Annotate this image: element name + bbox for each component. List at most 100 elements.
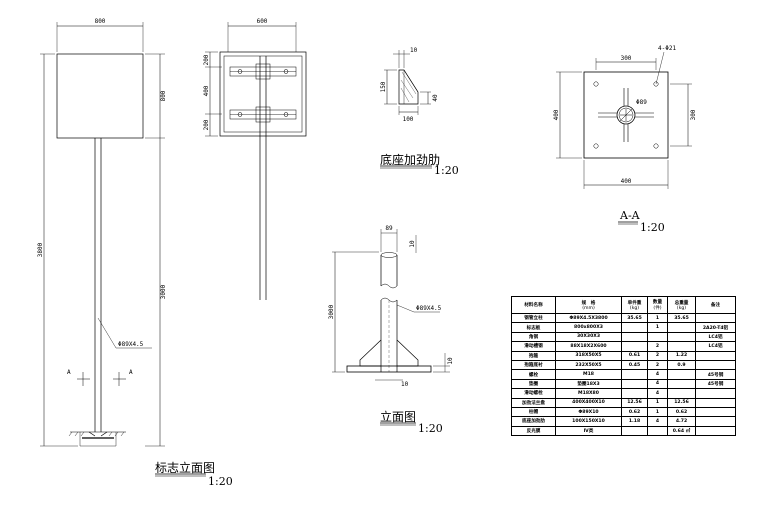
side-dim-top2: 10 xyxy=(409,240,416,248)
header-unit-weight: 单件重(kg) xyxy=(621,296,648,314)
table-cell-spec: 88X18X2X600 xyxy=(555,341,622,352)
section-a-a xyxy=(556,51,692,225)
table-cell-qty: 2 xyxy=(647,341,668,352)
table-cell-qty xyxy=(647,331,668,343)
table-cell-name: 滑动槽钢 xyxy=(511,341,556,352)
sign-elevation xyxy=(40,22,206,477)
rib-dim-top: 10 xyxy=(410,47,418,54)
side-title: 立面图 xyxy=(380,409,416,424)
table-cell-unit xyxy=(621,322,648,333)
table-row: 垫圈垫圈18X3 4 45号钢 xyxy=(511,378,736,390)
table-cell-qty: 2 xyxy=(647,359,668,371)
table-cell-name: 柱帽 xyxy=(511,406,556,418)
table-cell-name: 抱箍底衬 xyxy=(511,359,556,371)
table-cell-total xyxy=(667,331,696,343)
back-panel-outer xyxy=(219,51,307,137)
sec-dim-right: 300 xyxy=(690,109,697,120)
header-total: 总重量(kg) xyxy=(667,296,696,314)
table-cell-qty: 1 xyxy=(647,397,668,408)
table-cell-total: 4.72 xyxy=(667,416,696,427)
elevation-title: 标志立面图 xyxy=(155,460,215,475)
side-dim-height: 3000 xyxy=(328,304,335,319)
table-cell-unit: 1.18 xyxy=(621,416,648,427)
section-scale: 1:20 xyxy=(640,221,665,234)
table-cell-spec: 800x800X3 xyxy=(555,322,622,333)
table-cell-total xyxy=(667,378,696,390)
table-cell-unit: 0.45 xyxy=(621,359,648,371)
table-cell-unit: 35.65 xyxy=(621,312,648,324)
header-spec: 规 格(mm) xyxy=(555,296,622,314)
elev-dim-width: 800 xyxy=(95,18,106,25)
table-cell-name: 滑动螺栓 xyxy=(511,388,556,399)
table-cell-name: 底座加劲肋 xyxy=(511,416,556,427)
table-cell-unit xyxy=(621,369,648,380)
table-cell-unit: 0.61 xyxy=(621,350,648,361)
side-dim-plate: 10 xyxy=(447,357,454,365)
table-cell-qty: 4 xyxy=(647,378,668,390)
back-dim-bottom: 200 xyxy=(203,119,210,130)
base-plate xyxy=(583,71,669,159)
table-cell-spec: Ⅳ类 xyxy=(555,425,622,437)
table-cell-total: 0.64 ㎡ xyxy=(667,425,696,437)
table-cell-unit: 0.62 xyxy=(621,406,648,418)
table-cell-spec: 232X50X5 xyxy=(555,359,622,371)
rib-dim-small: 40 xyxy=(432,94,439,102)
table-cell-qty: 1 xyxy=(647,312,668,324)
table-cell-total xyxy=(667,322,696,333)
table-cell-name: 钢管立柱 xyxy=(511,312,556,324)
side-elevation xyxy=(332,229,450,426)
table-cell-note: 2A20-T4铝 xyxy=(695,322,736,333)
side-pipe-label: Φ89X4.5 xyxy=(416,305,442,312)
table-cell-unit xyxy=(621,378,648,390)
table-cell-name: 抱箍 xyxy=(511,350,556,361)
table-cell-note: 45号钢 xyxy=(695,378,736,390)
table-cell-note xyxy=(695,359,736,371)
table-cell-spec: 垫圈18X3 xyxy=(555,378,622,390)
elevation-scale: 1:20 xyxy=(208,475,233,488)
table-cell-total xyxy=(667,388,696,399)
table-cell-note: LC4铝 xyxy=(695,331,736,343)
materials-table: 材料名称 规 格(mm) 单件重(kg) 数量(件) 总重量(kg) 备注 钢管… xyxy=(511,296,736,437)
sec-dim-circle: Φ89 xyxy=(636,99,647,106)
table-cell-qty: 2 xyxy=(647,350,668,361)
table-cell-total xyxy=(667,369,696,380)
rib-shape xyxy=(398,69,419,105)
rib-title: 底座加劲肋 xyxy=(380,152,440,167)
table-cell-name: 垫圈 xyxy=(511,378,556,390)
table-cell-qty: 4 xyxy=(647,369,668,380)
table-cell-unit xyxy=(621,341,648,352)
back-dim-width: 600 xyxy=(257,18,268,25)
table-cell-note: LC4铝 xyxy=(695,341,736,352)
sec-dim-bottom: 400 xyxy=(621,178,632,185)
table-cell-note xyxy=(695,388,736,399)
materials-header-row: 材料名称 规 格(mm) 单件重(kg) 数量(件) 总重量(kg) 备注 xyxy=(511,296,736,314)
rib-detail xyxy=(380,50,432,169)
rib-scale: 1:20 xyxy=(434,164,459,177)
side-scale: 1:20 xyxy=(418,422,443,435)
elev-dim-sign-height: 800 xyxy=(160,90,167,101)
rib-dim-base: 100 xyxy=(403,116,414,123)
rib-dim-height: 150 xyxy=(380,81,387,92)
table-cell-total: 0.9 xyxy=(667,359,696,371)
table-cell-name: 加劲法兰盘 xyxy=(511,397,556,408)
table-cell-qty: 1 xyxy=(647,406,668,418)
table-cell-note xyxy=(695,397,736,408)
back-dim-top: 200 xyxy=(203,54,210,65)
sign-back-view xyxy=(205,22,307,300)
sign-panel xyxy=(56,53,144,139)
table-cell-unit: 12.56 xyxy=(621,397,648,408)
table-cell-qty: 4 xyxy=(647,416,668,427)
elev-dim-pole-height: 3000 xyxy=(160,284,167,299)
table-cell-spec: M18 xyxy=(555,369,622,380)
table-cell-total: 12.56 xyxy=(667,397,696,408)
table-cell-total: 1.22 xyxy=(667,350,696,361)
